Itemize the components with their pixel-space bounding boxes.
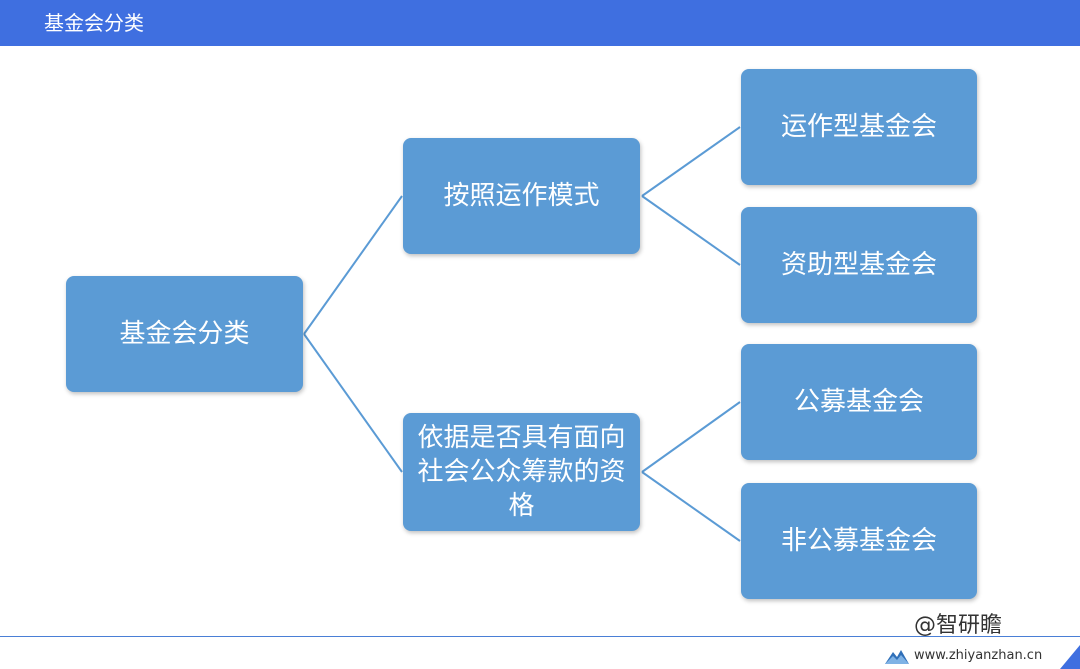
root-node: 基金会分类 xyxy=(66,276,303,392)
connector-root-to-branch-2 xyxy=(303,333,403,473)
footer-corner-accent xyxy=(1060,645,1080,669)
site-logo-icon xyxy=(885,650,909,664)
leaf-node-label: 非公募基金会 xyxy=(780,526,937,556)
site-url: www.zhiyanzhan.cn xyxy=(914,648,1043,663)
connector-branch-1-to-child-2 xyxy=(641,195,741,266)
connector-branch-2-to-child-2 xyxy=(641,471,741,542)
branch-node-fundraising-eligibility: 依据是否具有面向社会公众筹款的资格 xyxy=(403,413,640,531)
branch-node-label: 按照运作模式 xyxy=(443,181,600,211)
leaf-node-label: 运作型基金会 xyxy=(780,112,937,142)
leaf-node-operating-foundation: 运作型基金会 xyxy=(741,69,977,185)
connector-branch-1-to-child-1 xyxy=(641,126,741,197)
leaf-node-nonpublic-foundation: 非公募基金会 xyxy=(741,483,977,599)
root-node-label: 基金会分类 xyxy=(119,319,250,349)
connector-branch-2-to-child-1 xyxy=(641,401,741,473)
branch-node-operation-mode: 按照运作模式 xyxy=(403,138,640,254)
leaf-node-grantmaking-foundation: 资助型基金会 xyxy=(741,207,977,323)
footer-divider xyxy=(0,636,1080,637)
leaf-node-label: 公募基金会 xyxy=(793,387,924,417)
leaf-node-label: 资助型基金会 xyxy=(780,250,937,280)
title-bar: 基金会分类 xyxy=(0,0,1080,46)
page-title: 基金会分类 xyxy=(44,11,144,35)
connector-root-to-branch-1 xyxy=(303,195,403,335)
brand-watermark: @智研瞻 xyxy=(914,613,1003,638)
leaf-node-public-foundation: 公募基金会 xyxy=(741,344,977,460)
branch-node-label: 依据是否具有面向社会公众筹款的资格 xyxy=(417,423,626,521)
